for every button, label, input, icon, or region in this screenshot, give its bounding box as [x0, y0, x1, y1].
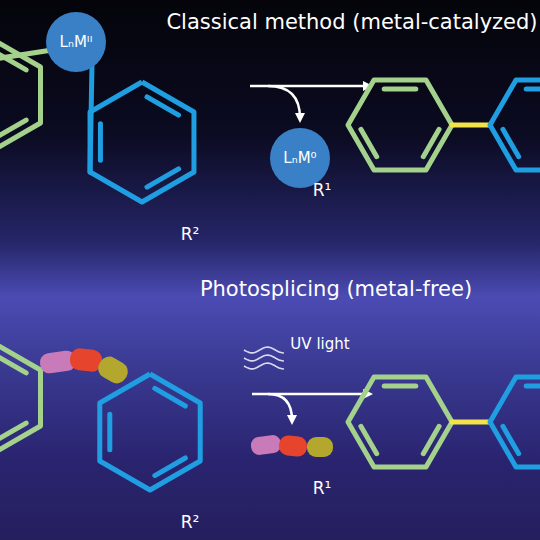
metal-complex-circle: LₙMᴵᴵ: [46, 12, 106, 72]
linker-piece: [69, 347, 103, 372]
release-arrow: [268, 86, 300, 118]
product-ring: [490, 377, 540, 467]
substituent-label: R²: [181, 512, 200, 532]
light-label: UV light: [290, 335, 349, 353]
substituent-label: R²: [181, 224, 200, 244]
linker-piece: [278, 435, 308, 458]
uv-wave: [244, 363, 284, 369]
aryl-ring: [90, 82, 194, 202]
complex-label: LₙM⁰: [283, 149, 316, 167]
new-bond: [452, 420, 490, 425]
substituent-label: R¹: [313, 478, 332, 498]
substituent-label: R¹: [313, 180, 332, 200]
product-ring: [348, 377, 452, 467]
aryl-ring: [0, 342, 40, 454]
product-ring: [490, 80, 540, 170]
linker-piece: [307, 437, 333, 457]
product-ring: [348, 80, 452, 170]
section-heading: Photosplicing (metal-free): [200, 277, 472, 301]
new-bond: [452, 123, 490, 128]
uv-wave: [244, 347, 284, 353]
metal-complex-circle: LₙM⁰: [270, 128, 330, 188]
section-heading: Classical method (metal-catalyzed): [166, 10, 537, 34]
aryl-ring: [100, 374, 200, 490]
bond: [90, 64, 92, 172]
bond: [0, 50, 52, 67]
release-arrow: [268, 394, 292, 420]
complex-label: LₙMᴵᴵ: [60, 33, 93, 51]
linker-piece: [95, 353, 132, 387]
reaction-arrow: [250, 85, 368, 88]
uv-wave: [244, 355, 284, 361]
linker-piece: [250, 434, 282, 456]
